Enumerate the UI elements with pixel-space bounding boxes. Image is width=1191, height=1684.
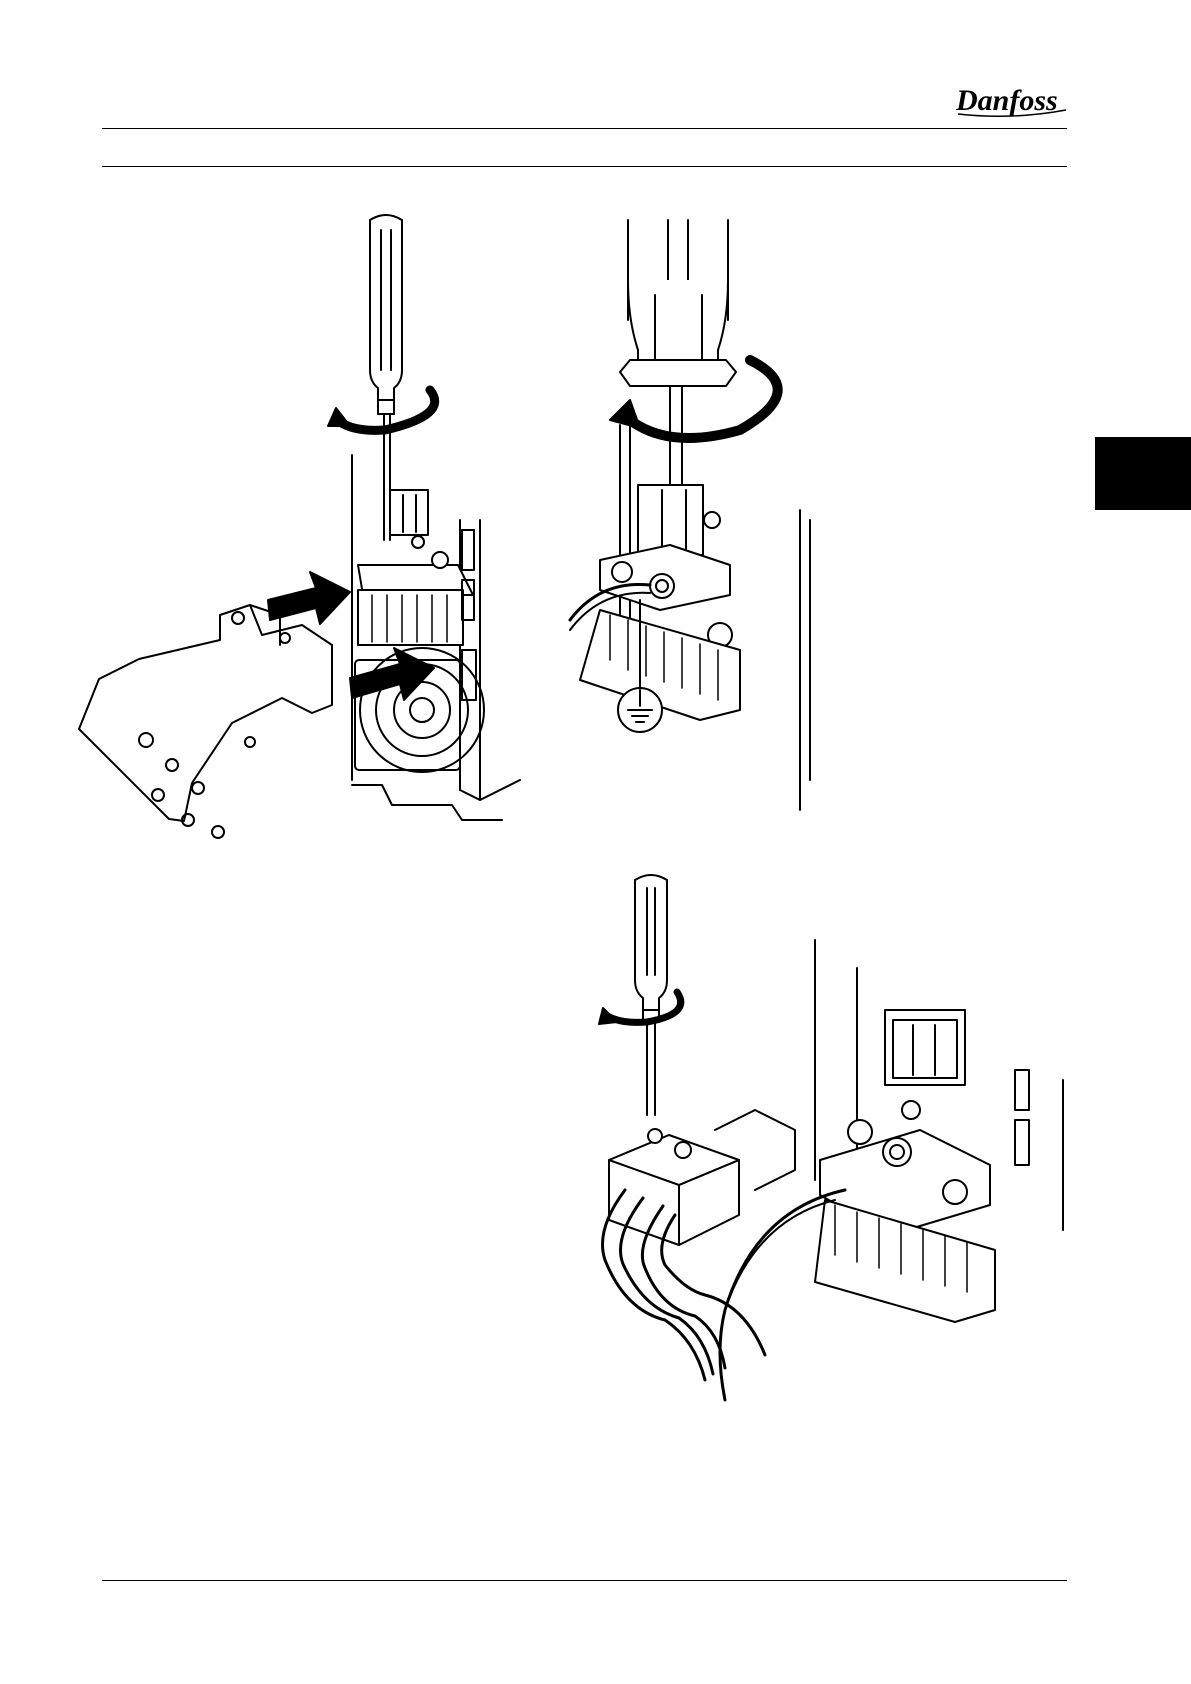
chapter-tab-marker (1095, 437, 1191, 510)
mount-plate-screwdriver-illustration (100, 220, 570, 870)
mains-plug-screwdriver-illustration (595, 870, 1075, 1400)
footer-rule (102, 1580, 1067, 1581)
header-rule-bottom (102, 166, 1067, 167)
header-rule-top (102, 128, 1067, 129)
svg-text:Danfoss: Danfoss (955, 84, 1058, 117)
danfoss-logo: Danfoss (952, 80, 1070, 120)
ground-screw-screwdriver-illustration (600, 220, 900, 760)
